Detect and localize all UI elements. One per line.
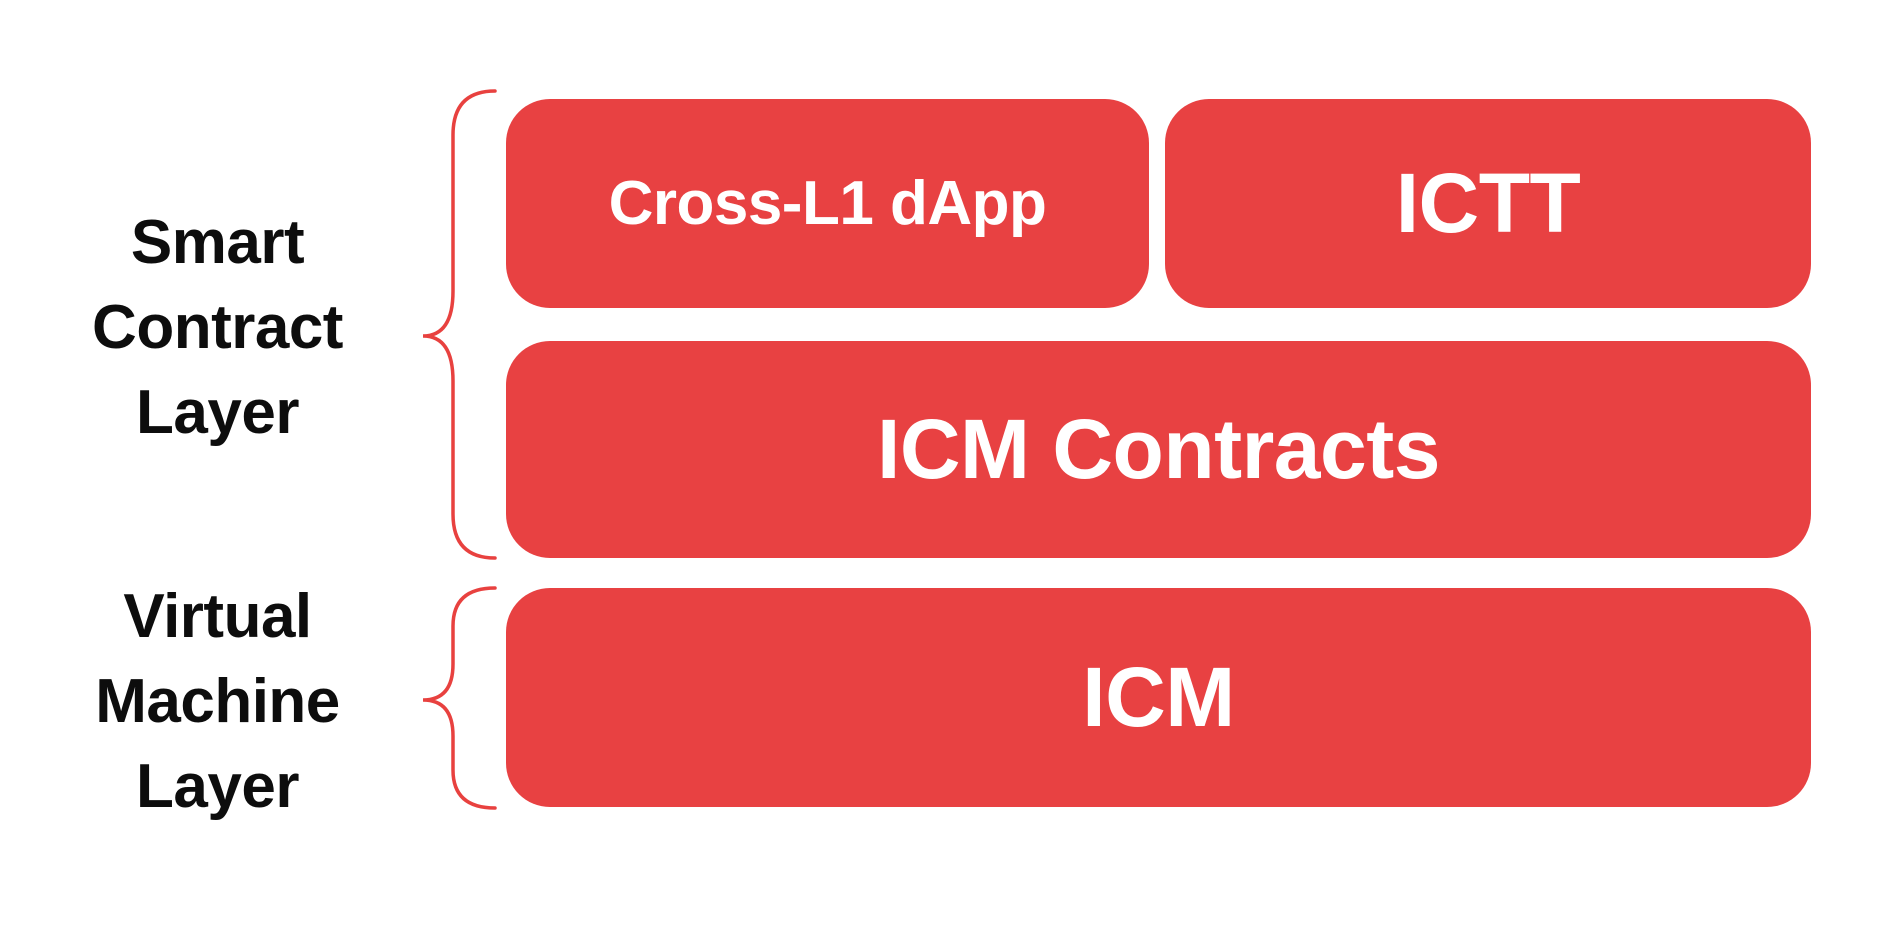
box-ictt-label: ICTT bbox=[1395, 156, 1581, 250]
brace-virtual-machine-layer-icon bbox=[422, 586, 497, 810]
label-line: Virtual bbox=[123, 582, 312, 651]
box-icm-label: ICM bbox=[1082, 650, 1235, 744]
label-line: Contract bbox=[92, 293, 343, 362]
label-smart-contract-layer: Smart Contract Layer bbox=[30, 200, 405, 455]
box-cross-l1-dapp: Cross-L1 dApp bbox=[506, 99, 1149, 308]
box-cross-l1-dapp-label: Cross-L1 dApp bbox=[608, 169, 1047, 238]
label-virtual-machine-layer: Virtual Machine Layer bbox=[30, 574, 405, 829]
box-icm-contracts: ICM Contracts bbox=[506, 341, 1811, 558]
brace-smart-contract-layer-icon bbox=[422, 89, 497, 560]
box-icm: ICM bbox=[506, 588, 1811, 807]
box-icm-contracts-label: ICM Contracts bbox=[877, 402, 1440, 496]
label-line: Layer bbox=[136, 378, 299, 447]
label-line: Machine bbox=[95, 667, 340, 736]
label-line: Smart bbox=[130, 208, 305, 277]
label-line: Layer bbox=[136, 752, 299, 821]
box-ictt: ICTT bbox=[1165, 99, 1811, 308]
